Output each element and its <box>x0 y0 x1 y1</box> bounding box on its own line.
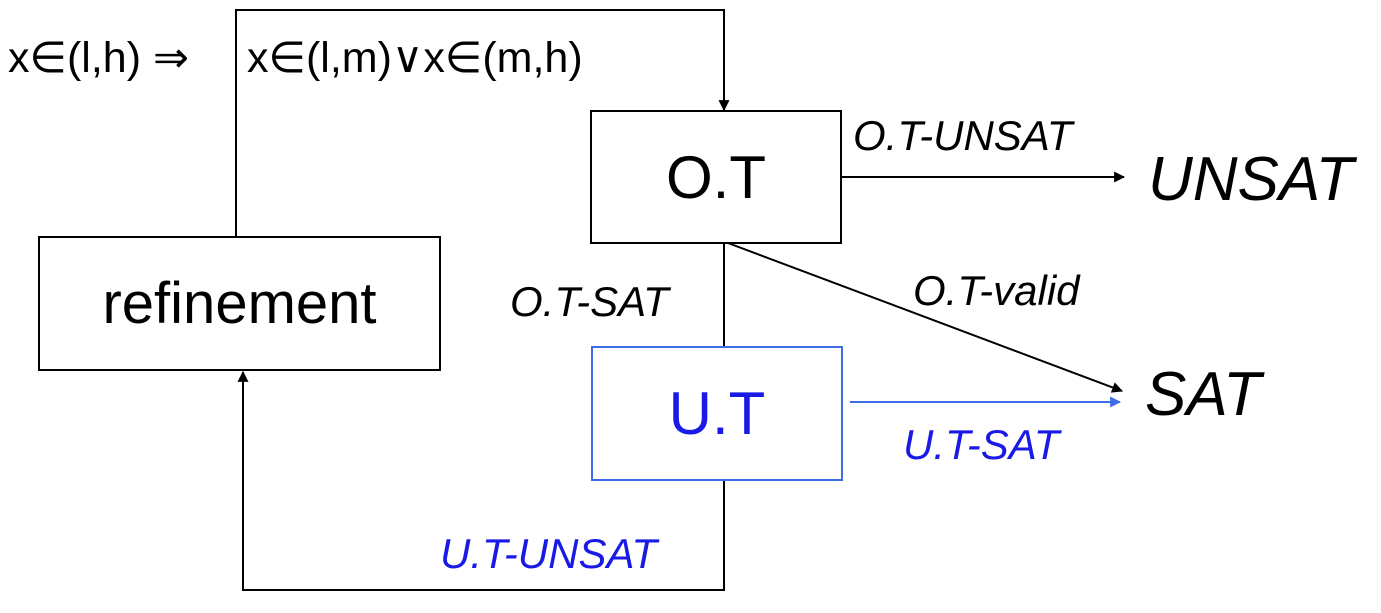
ut-box: U.T <box>591 346 843 481</box>
refinement-box: refinement <box>38 236 441 371</box>
ot-box-label: O.T <box>666 143 766 211</box>
ut-box-label: U.T <box>668 380 766 447</box>
sat-outcome: SAT <box>1145 360 1261 429</box>
ot-box: O.T <box>590 110 842 244</box>
edge-ut-to-refinement <box>237 370 725 591</box>
edge-label-ot-valid: O.T-valid <box>913 267 1080 314</box>
unsat-outcome: UNSAT <box>1148 145 1354 214</box>
refinement-rule-left: x∈(l,h) ⇒ <box>8 34 189 82</box>
edge-label-ut-unsat: U.T-UNSAT <box>440 530 658 577</box>
edge-ot-to-sat <box>727 242 1124 393</box>
refinement-box-label: refinement <box>102 271 377 336</box>
edge-refinement-to-ot <box>235 9 730 238</box>
edge-label-ot-sat: O.T-SAT <box>510 278 669 325</box>
refinement-rule-right: x∈(l,m)∨x∈(m,h) <box>247 34 583 82</box>
edge-label-ot-unsat: O.T-UNSAT <box>853 112 1073 159</box>
edge-label-ut-sat: U.T-SAT <box>903 421 1060 468</box>
